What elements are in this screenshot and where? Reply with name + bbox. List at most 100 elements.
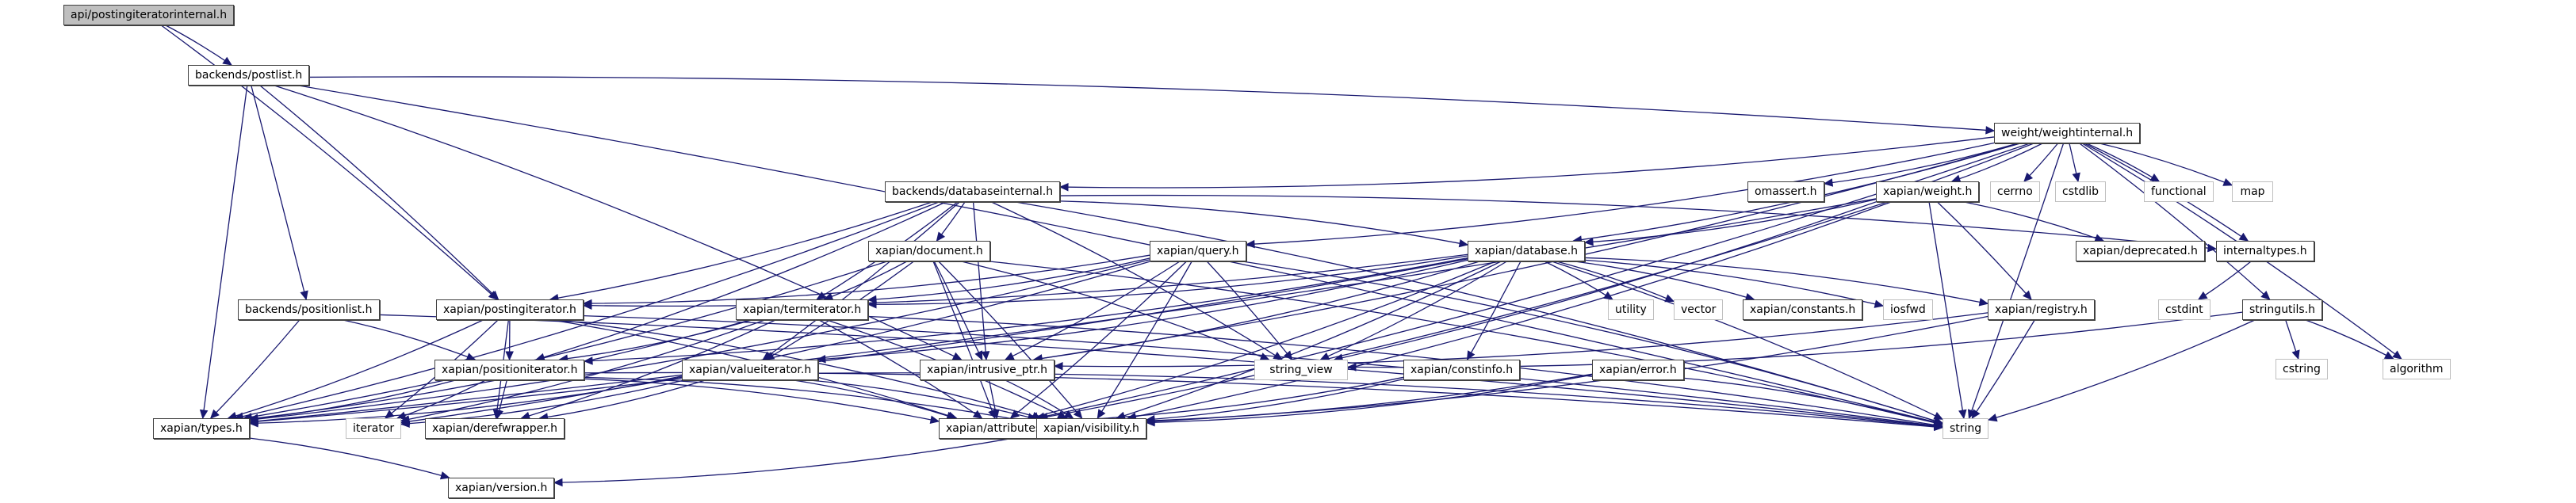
node-document[interactable]: xapian/document.h: [868, 241, 990, 261]
arrowhead-icon: [1874, 299, 1885, 308]
arrowhead-icon: [505, 351, 514, 361]
node-root[interactable]: api/postingiteratorinternal.h: [63, 5, 235, 25]
arrowhead-icon: [199, 409, 209, 420]
arrowhead-icon: [1073, 409, 1083, 419]
node-version[interactable]: xapian/version.h: [448, 478, 555, 498]
edge-registry-to-string: [1971, 319, 2035, 419]
arrowhead-icon: [2149, 173, 2161, 182]
edge-document-to-attributes: [932, 261, 996, 419]
edge-database-to-visibility: [1116, 261, 1502, 419]
edge-query-to-iterator: [400, 261, 1150, 424]
edge-postingiterator-to-visibility: [560, 319, 1042, 419]
edge-databaseinternal-to-string_view: [991, 201, 1283, 360]
node-stringutils[interactable]: stringutils.h: [2242, 299, 2322, 320]
arrowhead-icon: [991, 409, 1000, 420]
arrowhead-icon: [2238, 232, 2249, 242]
arrowhead-icon: [2291, 349, 2300, 360]
edge-weightinternal-to-weight: [1951, 143, 2043, 182]
node-positioniterator[interactable]: xapian/positioniterator.h: [434, 360, 585, 380]
edge-database-to-constinfo: [1466, 261, 1521, 360]
node-omassert[interactable]: omassert.h: [1747, 181, 1824, 202]
node-cerrno: cerrno: [1990, 181, 2040, 202]
node-postlist[interactable]: backends/postlist.h: [188, 65, 310, 86]
node-postingiterator[interactable]: xapian/postingiterator.h: [436, 299, 584, 320]
arrowhead-icon: [929, 415, 940, 425]
edge-databaseinternal-to-postingiterator: [549, 201, 932, 300]
arrowhead-icon: [1009, 410, 1020, 419]
edge-query-to-intrusive_ptr: [1005, 261, 1181, 360]
edge-database-to-iosfwd: [1584, 259, 1884, 307]
node-weightinternal[interactable]: weight/weightinternal.h: [1994, 123, 2141, 143]
arrowhead-icon: [400, 419, 410, 429]
arrowhead-icon: [2207, 243, 2218, 253]
edge-stringutils-to-algorithm: [2305, 319, 2394, 360]
arrowhead-icon: [1603, 291, 1613, 300]
edge-positionlist-to-types: [210, 319, 300, 419]
node-termiterator[interactable]: xapian/termiterator.h: [736, 299, 869, 320]
edge-valueiterator-to-visibility: [810, 379, 1037, 420]
edge-postlist-to-weightinternal: [308, 76, 1995, 131]
edge-query-to-postingiterator: [583, 254, 1150, 304]
edge-query-to-string_view: [1206, 261, 1293, 360]
edge-databaseinternal-to-internaltypes: [1059, 194, 2217, 250]
edge-weight-to-database: [1584, 199, 1877, 243]
arrowhead-icon: [300, 290, 308, 301]
arrowhead-icon: [582, 301, 592, 311]
node-internaltypes[interactable]: internaltypes.h: [2216, 241, 2314, 261]
node-database[interactable]: xapian/database.h: [1468, 241, 1586, 261]
edge-termiterator-to-derefwrapper: [521, 319, 776, 419]
edge-error-to-visibility: [1146, 374, 1593, 424]
node-types[interactable]: xapian/types.h: [153, 418, 250, 439]
edge-query-to-types: [249, 259, 1150, 421]
node-databaseinternal[interactable]: backends/databaseinternal.h: [885, 181, 1061, 202]
arrowhead-icon: [1933, 411, 1944, 420]
arrowhead-icon: [1053, 361, 1063, 371]
node-constinfo[interactable]: xapian/constinfo.h: [1403, 360, 1521, 380]
node-visibility[interactable]: xapian/visibility.h: [1036, 418, 1146, 439]
edge-document-to-termiterator: [824, 261, 908, 300]
arrowhead-icon: [2023, 290, 2032, 300]
node-error[interactable]: xapian/error.h: [1592, 360, 1684, 380]
arrowhead-icon: [1004, 352, 1015, 360]
node-algorithm: algorithm: [2383, 359, 2451, 379]
arrowhead-icon: [1145, 417, 1155, 427]
edge-databaseinternal-to-positioniterator: [536, 201, 947, 360]
node-deprecated[interactable]: xapian/deprecated.h: [2076, 241, 2205, 261]
edge-weightinternal-to-databaseinternal: [1059, 136, 1995, 189]
arrowhead-icon: [1097, 409, 1106, 420]
edge-weight-to-registry: [1937, 201, 2032, 300]
edge-document-to-string: [989, 261, 1943, 425]
arrowhead-icon: [248, 418, 258, 428]
node-constants[interactable]: xapian/constants.h: [1743, 299, 1863, 320]
edge-weightinternal-to-query: [1246, 142, 1995, 246]
node-iterator: iterator: [346, 418, 402, 439]
arrowhead-icon: [1978, 298, 1989, 307]
arrowhead-icon: [972, 410, 983, 419]
node-derefwrapper[interactable]: xapian/derefwrapper.h: [425, 418, 565, 439]
arrowhead-icon: [2023, 172, 2034, 182]
node-query[interactable]: xapian/query.h: [1150, 241, 1246, 261]
arrowhead-icon: [981, 351, 990, 361]
arrowhead-icon: [1664, 294, 1675, 303]
arrowhead-icon: [2222, 178, 2233, 186]
edge-positionlist-to-string: [379, 314, 1943, 428]
node-valueiterator[interactable]: xapian/valueiterator.h: [682, 360, 819, 380]
node-intrusive-ptr[interactable]: xapian/intrusive_ptr.h: [920, 360, 1055, 380]
node-positionlist[interactable]: backends/positionlist.h: [238, 299, 380, 320]
edge-document-to-intrusive_ptr: [933, 261, 983, 360]
arrowhead-icon: [1057, 410, 1067, 419]
edge-postingiterator-to-types: [228, 319, 484, 419]
edge-postlist-to-types: [202, 85, 248, 419]
node-weight[interactable]: xapian/weight.h: [1876, 181, 1980, 202]
edge-valueiterator-to-derefwrapper: [539, 379, 706, 419]
edge-weight-to-attributes: [1039, 201, 1888, 419]
arrowhead-icon: [2072, 172, 2080, 183]
node-iosfwd: iosfwd: [1883, 299, 1933, 320]
node-registry[interactable]: xapian/registry.h: [1988, 299, 2095, 320]
edge-weightinternal-to-string_view: [1334, 143, 2034, 360]
node-map: map: [2232, 181, 2273, 202]
arrowhead-icon: [2383, 351, 2394, 360]
arrowhead-icon: [2392, 350, 2402, 360]
edge-valueiterator-to-attributes: [794, 379, 956, 419]
